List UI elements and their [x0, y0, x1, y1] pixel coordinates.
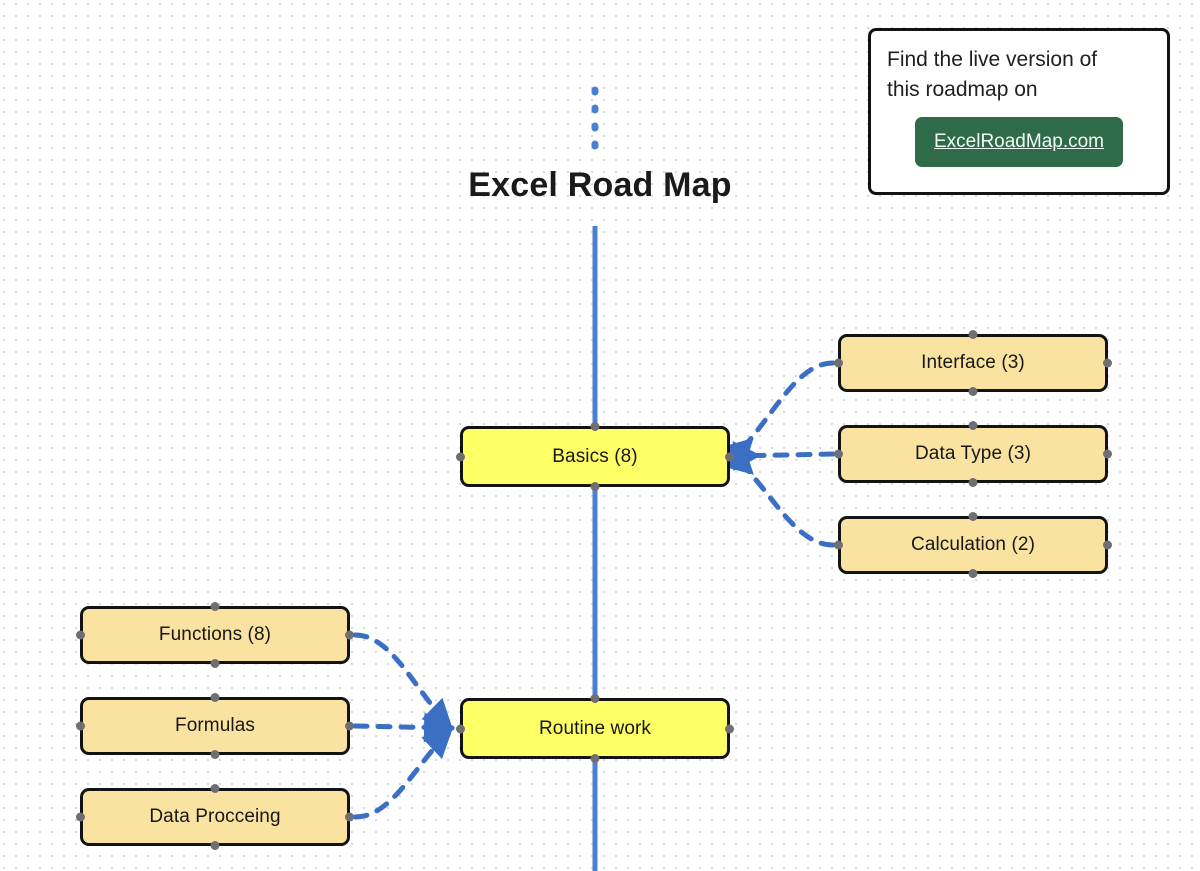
- handle-bottom[interactable]: [590, 754, 600, 763]
- node-functions-label: Functions (8): [158, 624, 272, 645]
- handle-bottom[interactable]: [968, 478, 978, 487]
- handle-left[interactable]: [456, 452, 465, 461]
- handle-bottom[interactable]: [968, 387, 978, 396]
- page-title: Excel Road Map: [468, 166, 732, 204]
- callout-line-1: Find the live version of: [887, 48, 1098, 71]
- node-basics[interactable]: Basics (8): [456, 422, 734, 491]
- handle-right[interactable]: [725, 724, 734, 733]
- handle-top[interactable]: [968, 330, 978, 339]
- handle-right[interactable]: [1103, 540, 1112, 550]
- node-data-procceing[interactable]: Data Procceing: [76, 784, 354, 850]
- callout-line-2: this roadmap on: [887, 78, 1038, 101]
- node-interface[interactable]: Interface (3): [834, 330, 1112, 396]
- node-formulas[interactable]: Formulas: [76, 693, 354, 759]
- node-data-procceing-label: Data Procceing: [149, 806, 281, 827]
- handle-top[interactable]: [210, 693, 220, 702]
- handle-bottom[interactable]: [968, 569, 978, 578]
- handle-right[interactable]: [345, 721, 354, 731]
- handle-top[interactable]: [968, 421, 978, 430]
- handle-left[interactable]: [76, 630, 85, 640]
- handle-bottom[interactable]: [210, 841, 220, 850]
- node-routine-work[interactable]: Routine work: [456, 694, 734, 763]
- node-interface-label: Interface (3): [921, 352, 1025, 373]
- handle-left[interactable]: [834, 540, 843, 550]
- edge-basics-calculation: [723, 444, 836, 548]
- handle-top[interactable]: [210, 784, 220, 793]
- node-formulas-label: Formulas: [175, 715, 255, 736]
- excelroadmap-link-button[interactable]: ExcelRoadMap.com: [915, 117, 1123, 167]
- handle-bottom[interactable]: [590, 482, 600, 491]
- handle-right[interactable]: [1103, 449, 1112, 459]
- handle-top[interactable]: [590, 422, 600, 431]
- handle-left[interactable]: [76, 812, 85, 822]
- handle-left[interactable]: [76, 721, 85, 731]
- handle-right[interactable]: [1103, 358, 1112, 368]
- handle-left[interactable]: [456, 724, 465, 733]
- edge-basics-datatype: [732, 441, 836, 472]
- handle-bottom[interactable]: [210, 659, 220, 668]
- node-basics-label: Basics (8): [552, 445, 638, 467]
- node-functions[interactable]: Functions (8): [76, 602, 354, 668]
- handle-right[interactable]: [725, 452, 734, 461]
- handle-left[interactable]: [834, 449, 843, 459]
- node-data-type[interactable]: Data Type (3): [834, 421, 1112, 487]
- live-version-callout: Find the live version of this roadmap on…: [868, 28, 1170, 195]
- handle-top[interactable]: [590, 694, 600, 703]
- node-calculation[interactable]: Calculation (2): [834, 512, 1112, 578]
- handle-right[interactable]: [345, 812, 354, 822]
- node-data-type-label: Data Type (3): [914, 443, 1032, 464]
- edge-functions-routine: [352, 632, 455, 731]
- edge-formulas-routine: [352, 712, 455, 743]
- handle-right[interactable]: [345, 630, 354, 640]
- edge-basics-interface: [723, 360, 836, 469]
- handle-top[interactable]: [210, 602, 220, 611]
- handle-left[interactable]: [834, 358, 843, 368]
- edge-dataprocceing-routine: [352, 726, 455, 820]
- handle-top[interactable]: [968, 512, 978, 521]
- node-calculation-label: Calculation (2): [911, 534, 1035, 555]
- handle-bottom[interactable]: [210, 750, 220, 759]
- node-routine-work-label: Routine work: [538, 717, 652, 739]
